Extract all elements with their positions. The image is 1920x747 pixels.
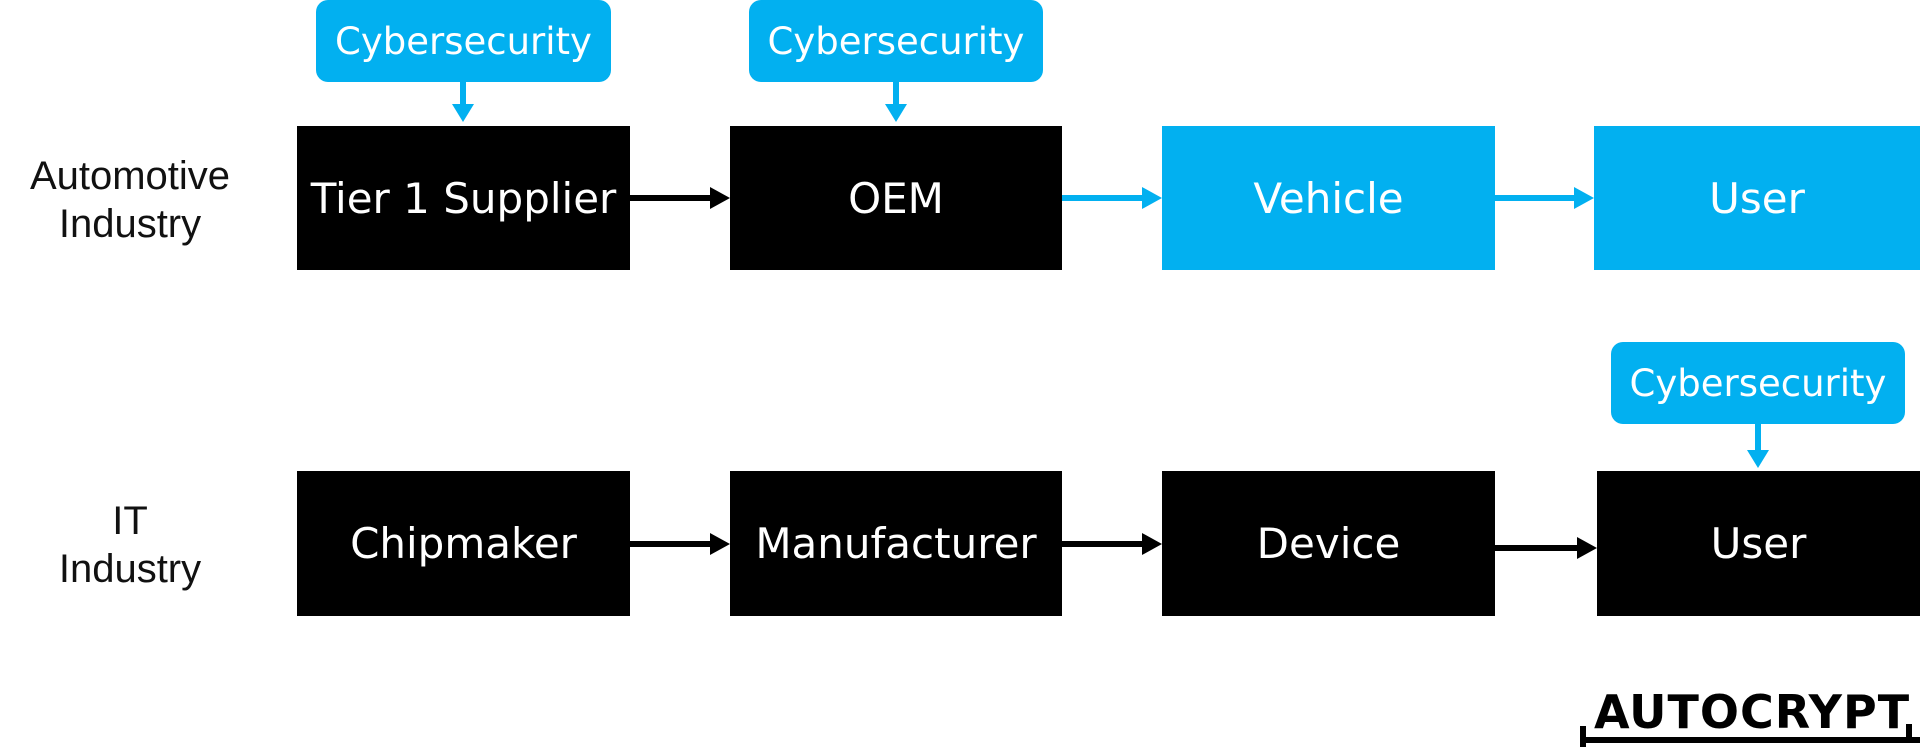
node-vehicle: Vehicle [1162,126,1495,270]
node-device: Device [1162,471,1495,616]
node-it-user-label: User [1710,519,1807,568]
node-chipmaker-label: Chipmaker [350,519,577,568]
node-chipmaker: Chipmaker [297,471,630,616]
node-device-label: Device [1256,519,1401,568]
node-manufacturer: Manufacturer [730,471,1062,616]
row-label-automotive-line2: Industry [58,202,202,246]
row-label-automotive: Automotive Industry [0,152,260,248]
tag-arrow-oem [885,82,907,124]
arrow-oem-to-vehicle [1062,187,1162,209]
node-oem: OEM [730,126,1062,270]
arrow-device-to-user [1495,537,1597,559]
autocrypt-logo: AUTOCRYPT [1580,686,1920,747]
arrow-vehicle-to-user [1495,187,1594,209]
cybersecurity-tag-it-user: Cybersecurity [1611,342,1905,424]
cybersecurity-tag-tier1: Cybersecurity [316,0,611,82]
row-label-it: IT Industry [0,497,260,593]
cybersecurity-tag-tier1-label: Cybersecurity [335,19,592,63]
arrow-manufacturer-to-device [1062,533,1162,555]
cybersecurity-tag-oem-label: Cybersecurity [767,19,1025,63]
autocrypt-logo-text: AUTOCRYPT [1594,685,1911,739]
row-label-automotive-line1: Automotive [29,154,231,198]
cybersecurity-tag-it-user-label: Cybersecurity [1629,361,1887,405]
row-label-it-line2: Industry [58,547,202,591]
node-automotive-user-label: User [1709,173,1805,223]
logo-bracket-bottom [1580,737,1920,743]
tag-arrow-it-user [1747,424,1769,470]
node-vehicle-label: Vehicle [1253,173,1404,223]
cybersecurity-tag-oem: Cybersecurity [749,0,1043,82]
node-automotive-user: User [1594,126,1920,270]
arrow-tier1-to-oem [630,187,730,209]
tag-arrow-tier1 [452,82,474,124]
row-label-it-line1: IT [112,499,148,543]
node-tier1-supplier-label: Tier 1 Supplier [310,173,617,223]
logo-bracket-right [1906,724,1912,742]
node-oem-label: OEM [848,173,944,223]
node-it-user: User [1597,471,1920,616]
logo-bracket-left [1580,726,1586,747]
arrow-chipmaker-to-manufacturer [630,533,730,555]
node-tier1-supplier: Tier 1 Supplier [297,126,630,270]
node-manufacturer-label: Manufacturer [755,519,1037,568]
